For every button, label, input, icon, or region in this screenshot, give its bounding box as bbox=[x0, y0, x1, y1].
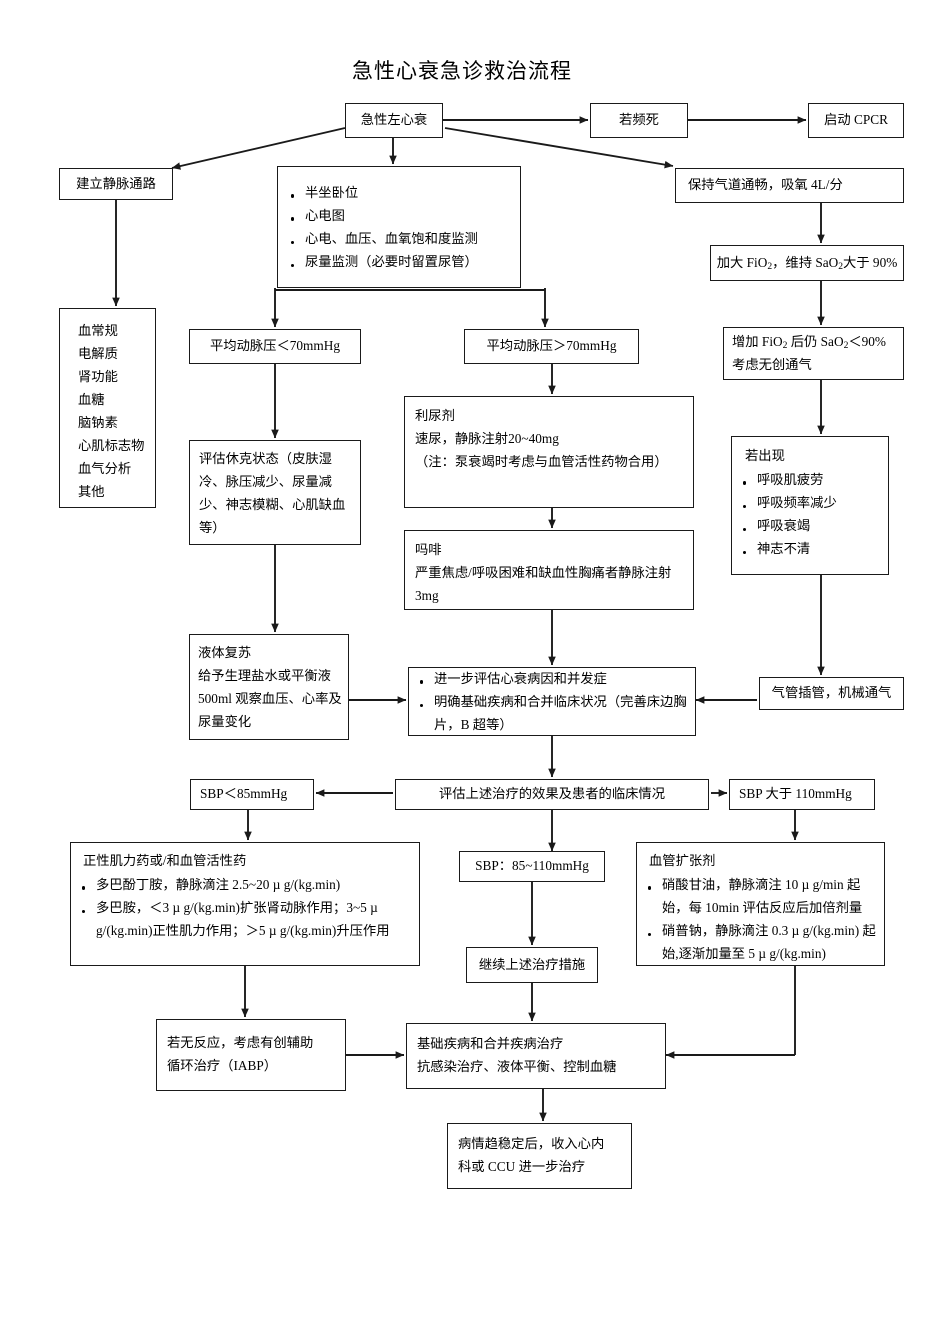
node-sbp-above-110[interactable]: SBP 大于 110mmHg bbox=[729, 779, 875, 810]
node-further-evaluation[interactable]: 进一步评估心衰病因和并发症 明确基础疾病和合并临床状况（完善床边胸片，B 超等） bbox=[408, 667, 696, 736]
node-comorbidity-treatment[interactable]: 基础疾病和合并疾病治疗 抗感染治疗、液体平衡、控制血糖 bbox=[406, 1023, 666, 1089]
list-item: 半坐卧位 bbox=[288, 181, 510, 204]
list-item: 脑钠素 bbox=[78, 415, 118, 430]
node-initial-measures[interactable]: 半坐卧位 心电图 心电、血压、血氧饱和度监测 尿量监测（必要时留置尿管） bbox=[277, 166, 521, 288]
respiratory-failure-list: 呼吸肌疲劳 呼吸频率减少 呼吸衰竭 神志不清 bbox=[740, 468, 880, 561]
node-respiratory-failure-signs[interactable]: 若出现 呼吸肌疲劳 呼吸频率减少 呼吸衰竭 神志不清 bbox=[731, 436, 889, 575]
further-evaluation-list: 进一步评估心衰病因和并发症 明确基础疾病和合并临床状况（完善床边胸片，B 超等） bbox=[417, 667, 687, 736]
list-item: 电解质 bbox=[78, 346, 118, 361]
list-item: 心电图 bbox=[288, 204, 510, 227]
node-sbp-below-85[interactable]: SBP＜85mmHg bbox=[190, 779, 314, 810]
inotropes-list: 多巴酚丁胺，静脉滴注 2.5~20 µ g/(kg.min) 多巴胺，＜3 µ … bbox=[79, 873, 411, 942]
list-item: 明确基础疾病和合并临床状况（完善床边胸片，B 超等） bbox=[417, 690, 687, 736]
node-reassess-treatment[interactable]: 评估上述治疗的效果及患者的临床情况 bbox=[395, 779, 709, 810]
node-start-cpcr[interactable]: 启动 CPCR bbox=[808, 103, 904, 138]
node-map-above-70[interactable]: 平均动脉压＞70mmHg bbox=[464, 329, 639, 364]
initial-measures-list: 半坐卧位 心电图 心电、血压、血氧饱和度监测 尿量监测（必要时留置尿管） bbox=[288, 181, 510, 274]
node-establish-iv-access[interactable]: 建立静脉通路 bbox=[59, 168, 173, 200]
node-increase-fio2[interactable]: 加大 FiO2，维持 SaO2大于 90% bbox=[710, 245, 904, 281]
list-item: 多巴酚丁胺，静脉滴注 2.5~20 µ g/(kg.min) bbox=[79, 873, 411, 896]
node-iabp[interactable]: 若无反应，考虑有创辅助 循环治疗（IABP） bbox=[156, 1019, 346, 1091]
list-item: 心肌标志物 bbox=[78, 438, 145, 453]
node-laboratory-tests[interactable]: 血常规 电解质 肾功能 血糖 脑钠素 心肌标志物 血气分析 其他 bbox=[59, 308, 156, 508]
list-item: 神志不清 bbox=[740, 537, 880, 560]
node-maintain-airway-oxygen[interactable]: 保持气道通畅，吸氧 4L/分 bbox=[675, 168, 904, 203]
node-fluid-resuscitation[interactable]: 液体复苏 给予生理盐水或平衡液 500ml 观察血压、心率及 尿量变化 bbox=[189, 634, 349, 740]
list-item: 血糖 bbox=[78, 392, 105, 407]
node-assess-shock-state[interactable]: 评估休克状态（皮肤湿冷、脉压减少、尿量减少、神志模糊、心肌缺血等） bbox=[189, 440, 361, 545]
list-item: 尿量监测（必要时留置尿管） bbox=[288, 250, 510, 273]
list-item: 硝酸甘油，静脉滴注 10 µ g/min 起始，每 10min 评估反应后加倍剂… bbox=[645, 873, 876, 919]
list-item: 心电、血压、血氧饱和度监测 bbox=[288, 227, 510, 250]
vasodilators-list: 硝酸甘油，静脉滴注 10 µ g/min 起始，每 10min 评估反应后加倍剂… bbox=[645, 873, 876, 966]
node-admit-to-cardiology[interactable]: 病情趋稳定后，收入心内 科或 CCU 进一步治疗 bbox=[447, 1123, 632, 1189]
node-continue-treatment[interactable]: 继续上述治疗措施 bbox=[466, 947, 598, 983]
list-item: 多巴胺，＜3 µ g/(kg.min)扩张肾动脉作用；3~5 µ g/(kg.m… bbox=[79, 896, 411, 942]
list-item: 血常规 bbox=[78, 323, 118, 338]
page-title: 急性心衰急诊救治流程 bbox=[352, 59, 572, 83]
list-item: 呼吸衰竭 bbox=[740, 514, 880, 537]
list-item: 其他 bbox=[78, 484, 105, 499]
node-map-below-70[interactable]: 平均动脉压＜70mmHg bbox=[189, 329, 361, 364]
node-intubation-mechanical-ventilation[interactable]: 气管插管，机械通气 bbox=[759, 677, 904, 710]
list-item: 硝普钠，静脉滴注 0.3 µ g/(kg.min) 起始,逐渐加量至 5 µ g… bbox=[645, 919, 876, 965]
list-item: 血气分析 bbox=[78, 461, 132, 476]
list-item: 呼吸频率减少 bbox=[740, 491, 880, 514]
node-consider-niv[interactable]: 增加 FiO2 后仍 SaO2＜90% 考虑无创通气 bbox=[723, 327, 904, 380]
node-morphine[interactable]: 吗啡 严重焦虑/呼吸困难和缺血性胸痛者静脉注射 3mg bbox=[404, 530, 694, 610]
node-near-death[interactable]: 若频死 bbox=[590, 103, 688, 138]
list-item: 呼吸肌疲劳 bbox=[740, 468, 880, 491]
node-inotropes-vasoactive[interactable]: 正性肌力药或/和血管活性药 多巴酚丁胺，静脉滴注 2.5~20 µ g/(kg.… bbox=[70, 842, 420, 966]
node-sbp-85-110[interactable]: SBP：85~110mmHg bbox=[459, 851, 605, 882]
list-item: 肾功能 bbox=[78, 369, 118, 384]
node-acute-left-heart-failure[interactable]: 急性左心衰 bbox=[345, 103, 443, 138]
node-vasodilators[interactable]: 血管扩张剂 硝酸甘油，静脉滴注 10 µ g/min 起始，每 10min 评估… bbox=[636, 842, 885, 966]
node-diuretic[interactable]: 利尿剂 速尿，静脉注射20~40mg （注：泵衰竭时考虑与血管活性药物合用） bbox=[404, 396, 694, 508]
list-item: 进一步评估心衰病因和并发症 bbox=[417, 667, 687, 690]
